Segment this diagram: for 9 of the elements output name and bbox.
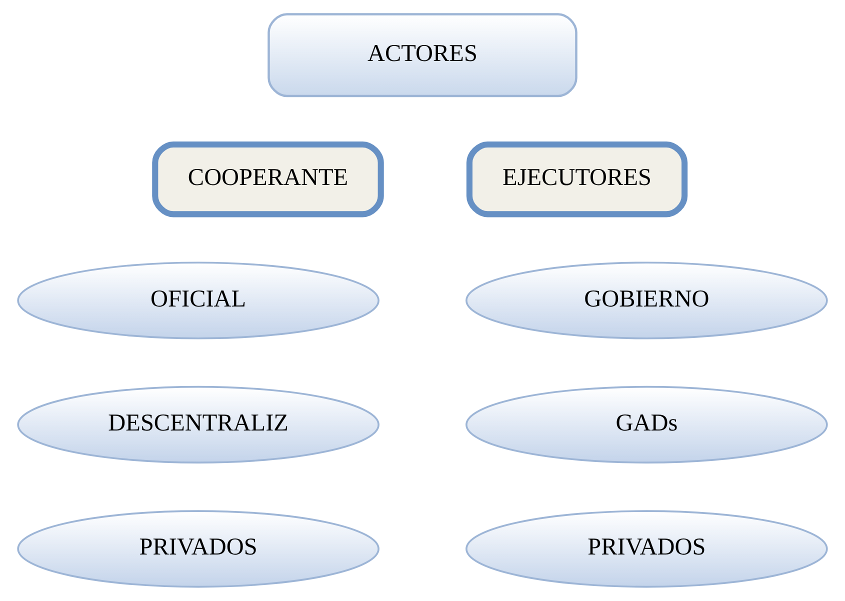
node-box: EJECUTORES <box>466 141 688 218</box>
node-ellipse: GOBIERNO <box>466 262 828 340</box>
node-box: ACTORES <box>268 13 578 98</box>
node-box: COOPERANTE <box>152 141 384 218</box>
node-ellipse: GADs <box>466 386 828 464</box>
node-ellipse: PRIVADOS <box>17 510 380 588</box>
node-ellipse: DESCENTRALIZ <box>17 386 380 464</box>
node-ellipse: OFICIAL <box>17 262 380 340</box>
node-ellipse: PRIVADOS <box>466 510 828 588</box>
